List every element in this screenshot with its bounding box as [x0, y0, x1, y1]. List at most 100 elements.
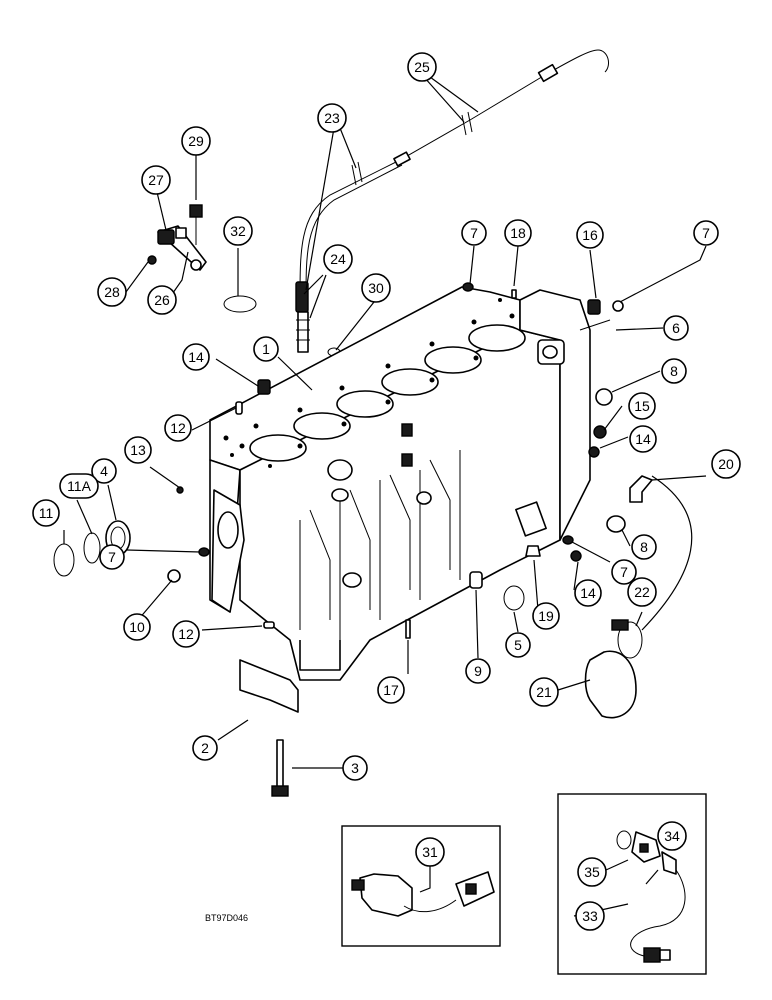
svg-text:17: 17	[383, 682, 399, 698]
dipstick-assembly	[295, 49, 609, 353]
svg-text:7: 7	[702, 225, 710, 241]
svg-text:7: 7	[108, 549, 116, 565]
callout-24: 24	[323, 244, 353, 274]
snap-ring	[223, 295, 257, 313]
callout-12-bottom: 12	[172, 620, 200, 648]
callout-8-top: 8	[661, 358, 687, 384]
callout-13: 13	[124, 436, 152, 464]
svg-text:3: 3	[351, 760, 359, 776]
callout-7-right-top: 7	[693, 220, 719, 246]
callout-33: 33	[575, 901, 605, 931]
callout-2: 2	[192, 735, 218, 761]
svg-text:15: 15	[634, 398, 650, 414]
callout-10: 10	[123, 613, 151, 641]
callout-25: 25	[407, 52, 437, 82]
inset-box-sensor-harness	[557, 793, 707, 975]
oil-elbow-fitting	[629, 475, 653, 503]
svg-text:30: 30	[368, 280, 384, 296]
inset-box-speed-sensor	[341, 825, 501, 947]
callout-27: 27	[141, 165, 171, 195]
svg-text:12: 12	[170, 420, 186, 436]
cup-plug-lower	[606, 515, 626, 533]
svg-text:9: 9	[474, 663, 482, 679]
callouts: 1 2 3 4 5 6 7 7 7 7 8 8 9 10 11 11A 12 1…	[32, 52, 741, 931]
callout-15: 15	[628, 392, 656, 420]
seal-ring	[83, 532, 101, 564]
svg-text:20: 20	[718, 456, 734, 472]
svg-text:31: 31	[422, 844, 438, 860]
speed-sensor	[351, 871, 495, 917]
hose-clamp	[611, 619, 643, 659]
gasket-ring	[503, 585, 525, 611]
svg-text:29: 29	[188, 133, 204, 149]
leader-lines	[63, 76, 707, 917]
coolant-hose	[584, 650, 637, 719]
engine-block	[209, 286, 591, 681]
callout-14-left: 14	[182, 343, 210, 371]
svg-text:11: 11	[39, 505, 54, 521]
svg-text:28: 28	[104, 284, 120, 300]
svg-text:34: 34	[664, 828, 680, 844]
callout-14-right: 14	[629, 425, 657, 453]
svg-text:7: 7	[620, 564, 628, 580]
callout-1: 1	[253, 336, 279, 362]
svg-text:8: 8	[670, 363, 678, 379]
callout-14-bottom: 14	[574, 579, 602, 607]
svg-text:33: 33	[582, 908, 598, 924]
snap-ring-11	[53, 543, 75, 577]
callout-22: 22	[627, 577, 657, 607]
callout-35: 35	[577, 857, 607, 887]
callout-18: 18	[504, 219, 532, 247]
callout-26: 26	[147, 285, 177, 315]
svg-text:27: 27	[148, 172, 164, 188]
cup-plug	[595, 388, 613, 406]
callout-28: 28	[97, 277, 127, 307]
svg-text:21: 21	[536, 684, 552, 700]
callout-23: 23	[317, 103, 347, 133]
callout-12-top: 12	[164, 414, 192, 442]
callout-31: 31	[415, 837, 445, 867]
callout-20: 20	[711, 449, 741, 479]
callout-30: 30	[361, 273, 391, 303]
svg-text:16: 16	[582, 227, 598, 243]
callout-29: 29	[181, 126, 211, 156]
svg-text:23: 23	[324, 110, 340, 126]
svg-text:14: 14	[188, 349, 204, 365]
svg-text:13: 13	[130, 442, 146, 458]
svg-text:7: 7	[470, 225, 478, 241]
main-bearing-cap	[239, 659, 299, 713]
svg-text:2: 2	[201, 740, 209, 756]
callout-5: 5	[505, 632, 531, 658]
sensor-bracket-assembly	[147, 204, 207, 271]
svg-text:14: 14	[580, 585, 596, 601]
svg-text:1: 1	[262, 341, 270, 357]
plug-16	[587, 299, 601, 315]
svg-text:24: 24	[330, 251, 346, 267]
svg-text:22: 22	[634, 584, 650, 600]
svg-text:14: 14	[635, 431, 651, 447]
svg-text:4: 4	[100, 463, 108, 479]
callout-21: 21	[529, 677, 559, 707]
callout-16: 16	[576, 221, 604, 249]
svg-text:35: 35	[584, 864, 600, 880]
svg-text:18: 18	[510, 225, 526, 241]
sensor-harness	[616, 830, 686, 963]
callout-32: 32	[223, 216, 253, 246]
svg-text:19: 19	[538, 608, 554, 624]
callout-19: 19	[532, 602, 560, 630]
svg-text:25: 25	[414, 59, 430, 75]
callout-6: 6	[663, 315, 689, 341]
svg-text:11A: 11A	[67, 478, 92, 494]
callout-4: 4	[91, 458, 117, 484]
svg-text:6: 6	[672, 320, 680, 336]
svg-text:32: 32	[230, 223, 246, 239]
drawing-code: BT97D046	[205, 913, 248, 923]
callout-34: 34	[657, 821, 687, 851]
cap-bolt	[271, 739, 289, 797]
callout-11: 11	[32, 499, 60, 527]
svg-text:8: 8	[640, 539, 648, 555]
callout-7-left: 7	[99, 544, 125, 570]
callout-8-bottom: 8	[631, 534, 657, 560]
callout-11a: 11A	[59, 473, 99, 499]
svg-text:5: 5	[514, 637, 522, 653]
